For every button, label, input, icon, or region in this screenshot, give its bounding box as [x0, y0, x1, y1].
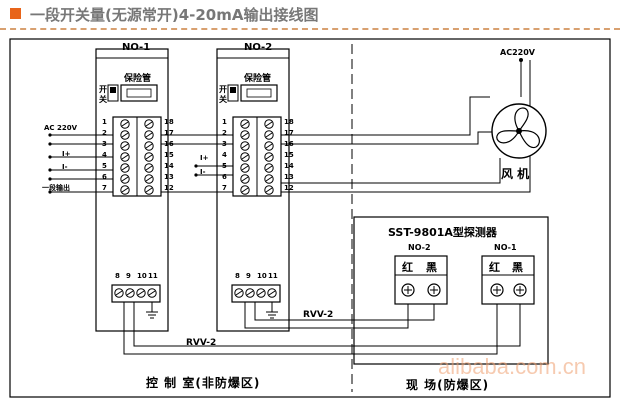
panel-no2 — [216, 48, 290, 332]
page-title: 一段开关量(无源常开)4-20mA输出接线图 — [30, 6, 319, 24]
panel-no1 — [95, 48, 169, 332]
panel-no2-terminal-left-3: 3 — [222, 140, 227, 148]
panel-no1-terminal-left-3: 3 — [102, 140, 107, 148]
panel-no2-terminal-right-6: 13 — [284, 173, 294, 181]
panel-no2-terminal-right-7: 12 — [284, 184, 294, 192]
cable-label-lower: RVV-2 — [186, 338, 217, 348]
panel-no1-terminal-left-5: 5 — [102, 162, 107, 170]
panel-no2-bottom-terminal-label-3: 10 — [257, 272, 267, 280]
panel-no1-label: NO-1 — [122, 42, 151, 53]
panel-no1-switch-label-2: 关 — [99, 95, 107, 104]
panel-no2-terminal-left-4: 4 — [222, 151, 227, 159]
panel-no2-switch-label-1: 开 — [219, 85, 227, 94]
detector — [353, 216, 549, 365]
title-bar: 一段开关量(无源常开)4-20mA输出接线图 — [0, 0, 620, 28]
detector-no2-label: NO-2 — [408, 243, 431, 252]
panel-no2-terminal-right-1: 18 — [284, 118, 294, 126]
detector-no2-black: 黑 — [426, 261, 437, 274]
title-bullet-icon — [10, 8, 21, 19]
zone-label-field: 现 场(防爆区) — [406, 378, 490, 392]
panel-no2-terminal-left-1: 1 — [222, 118, 227, 126]
wiring-diagram — [9, 38, 611, 398]
outer-frame — [9, 38, 611, 398]
panel-no2-terminal-right-4: 15 — [284, 151, 294, 159]
panel-no2-terminal-left-7: 7 — [222, 184, 227, 192]
left-label-i-plus: I+ — [62, 150, 71, 158]
panel-no1-terminal-right-3: 16 — [164, 140, 174, 148]
panel-no1-terminal-right-7: 12 — [164, 184, 174, 192]
panel-no1-fuse-label: 保险管 — [124, 74, 152, 84]
panel-no1-terminal-right-6: 13 — [164, 173, 174, 181]
detector-no1-black: 黑 — [512, 261, 523, 274]
title-divider — [0, 28, 620, 30]
panel-no1-bottom-terminal-label-2: 9 — [126, 272, 131, 280]
power-source-icon — [519, 58, 523, 62]
panel-no1-bottom-terminal-label-1: 8 — [115, 272, 120, 280]
detector-no2-red: 红 — [402, 261, 413, 274]
cable-label-upper: RVV-2 — [303, 310, 334, 320]
panel-no2-label: NO-2 — [244, 42, 273, 53]
panel-no2-bottom-terminal — [231, 284, 281, 303]
detector-no1-head — [481, 255, 535, 305]
panel-no1-terminal-left-1: 1 — [102, 118, 107, 126]
power-label: AC220V — [500, 48, 535, 57]
panel-no1-terminal-left-6: 6 — [102, 173, 107, 181]
panel-no1-terminal-right-4: 15 — [164, 151, 174, 159]
panel-no1-terminal-left-4: 4 — [102, 151, 107, 159]
detector-no1-red: 红 — [489, 261, 500, 274]
detector-no2-head — [394, 255, 448, 305]
left-lead-dots — [48, 133, 198, 194]
panel-no2-terminal-left-2: 2 — [222, 129, 227, 137]
detector-title: SST-9801A型探测器 — [388, 226, 497, 239]
panel-no2-bottom-terminal-label-1: 8 — [235, 272, 240, 280]
panel-no1-bottom-terminal-label-3: 10 — [137, 272, 147, 280]
panel-no1-terminal-right-2: 17 — [164, 129, 174, 137]
left-label-i-minus: I- — [62, 163, 68, 171]
panel-no1-bottom-terminal-label-4: 11 — [148, 272, 158, 280]
panel-no2-fuse-label: 保险管 — [244, 74, 272, 84]
panel-no1-terminal-right-5: 14 — [164, 162, 174, 170]
panel-no1-bottom-terminal — [111, 284, 161, 303]
panel-no2-bottom-terminal-label-4: 11 — [268, 272, 278, 280]
fan-label: 风 机 — [501, 167, 530, 181]
panel-no1-terminal-right-1: 18 — [164, 118, 174, 126]
left-label-output: 一段输出 — [42, 184, 70, 192]
left-label-ac: AC 220V — [44, 124, 78, 132]
fan-icon — [491, 103, 547, 159]
panel-no2-terminal-right-5: 14 — [284, 162, 294, 170]
panel-no2-terminal-right-2: 17 — [284, 129, 294, 137]
panel-no1-terminal-left-7: 7 — [102, 184, 107, 192]
panel-no1-switch-label-1: 开 — [99, 85, 107, 94]
detector-box — [353, 216, 549, 365]
panel-no2-bottom-terminal-label-2: 9 — [246, 272, 251, 280]
panel-no2-terminal-left-6: 6 — [222, 173, 227, 181]
panel-no2-terminal-left-5: 5 — [222, 162, 227, 170]
zone-label-control: 控 制 室(非防爆区) — [146, 376, 261, 390]
middle-label-i-plus: I+ — [200, 154, 209, 162]
detector-no1-label: NO-1 — [494, 243, 517, 252]
wiring — [50, 60, 531, 355]
panel-no1-terminal-left-2: 2 — [102, 129, 107, 137]
middle-label-i-minus: I- — [200, 168, 206, 176]
watermark: alibaba.com.cn — [438, 354, 586, 379]
panel-no2-terminal-right-3: 16 — [284, 140, 294, 148]
panel-no2-switch-label-2: 关 — [219, 95, 227, 104]
